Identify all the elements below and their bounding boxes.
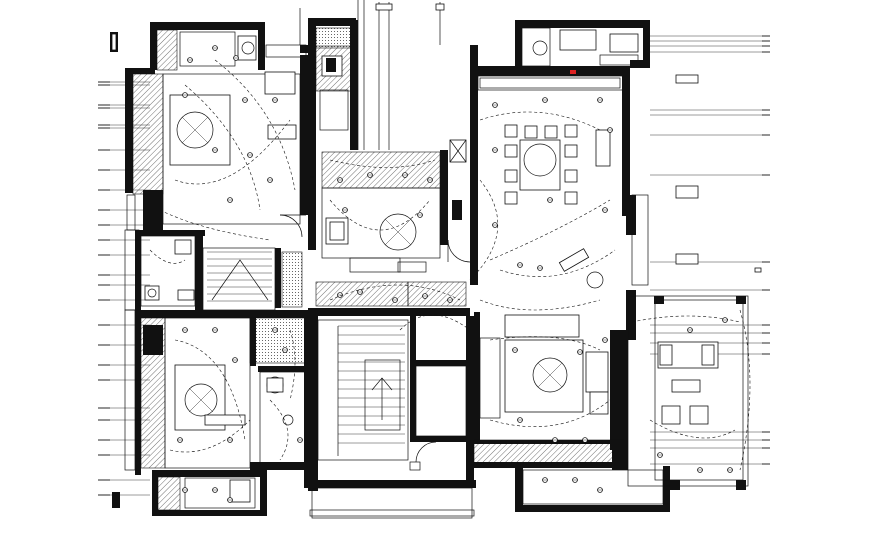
stair-arrow (211, 259, 269, 301)
dining-chair (524, 125, 538, 139)
room-top-right (515, 20, 650, 74)
room-dining (449, 45, 630, 289)
dining-chair (544, 125, 558, 139)
room-bottom-left (135, 310, 312, 516)
main-stair-treads (337, 325, 405, 456)
dining-chair (504, 169, 518, 183)
stair-treads (207, 251, 272, 302)
dining-chair (504, 144, 518, 158)
stair-arrow (371, 377, 393, 420)
room-living (473, 312, 670, 512)
vd-label: VD (310, 175, 314, 179)
room-top-left (125, 22, 308, 238)
right-edge (626, 74, 762, 340)
dining-chair (504, 191, 518, 205)
dining-chair (564, 124, 578, 138)
room-balcony (627, 295, 751, 490)
dining-chair (564, 191, 578, 205)
dining-chair (564, 144, 578, 158)
dining-chair (504, 124, 518, 138)
electrical-symbols (177, 45, 733, 503)
room-centre: VD (306, 18, 476, 519)
wiring-dashes (159, 159, 601, 401)
right-tag-ticks (650, 35, 770, 465)
dining-chair (564, 169, 578, 183)
dining-chairs (504, 124, 578, 205)
room-mid-left (135, 230, 303, 311)
